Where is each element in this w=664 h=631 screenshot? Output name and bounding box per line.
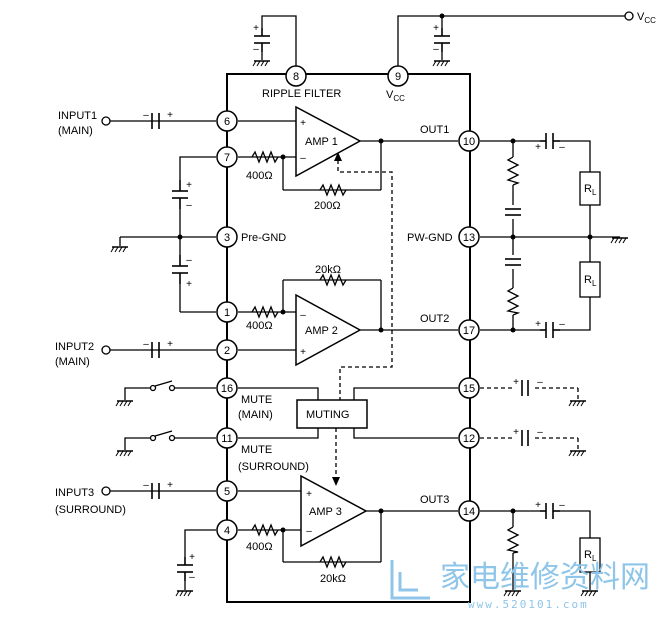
wires	[110, 15, 625, 590]
pin-14: 14	[463, 506, 475, 518]
pin-15: 15	[463, 383, 475, 395]
out3-label: OUT3	[420, 494, 449, 506]
pin-17: 17	[463, 325, 475, 337]
polarity-minus: –	[306, 526, 312, 537]
input-terminal	[101, 11, 634, 496]
pin-circles	[216, 65, 480, 541]
amp1-label: AMP 1	[305, 136, 338, 148]
polarity-minus: –	[559, 142, 565, 153]
polarity-minus: –	[143, 110, 149, 121]
pin-numbers: 8 9 6 7 3 1 2 16 11 5 4 10 13 17 15 12 1…	[221, 71, 475, 537]
muting-label: MUTING	[306, 409, 349, 421]
amp2-label: AMP 2	[305, 325, 338, 337]
polarity-minus: –	[300, 310, 306, 321]
watermark-logo-icon	[390, 560, 430, 600]
vcc-pin-label: VCC	[386, 89, 405, 103]
polarity-minus: –	[186, 255, 192, 266]
input2-label: INPUT2	[55, 341, 94, 353]
polarity-plus: +	[189, 552, 195, 563]
pin-7: 7	[224, 152, 230, 164]
mute-surround-label: MUTE	[241, 444, 272, 456]
polarity-plus: +	[167, 339, 173, 350]
pin-9: 9	[395, 71, 401, 83]
watermark: 家电维修资料网 www.520101.com	[390, 560, 650, 611]
mute-main-label: MUTE	[241, 394, 272, 406]
pin-6: 6	[224, 116, 230, 128]
pin-4: 4	[224, 525, 230, 537]
polarity-minus: –	[433, 44, 439, 55]
vcc-label: VCC	[637, 11, 656, 25]
r400-2-label: 400Ω	[246, 320, 273, 332]
polarity-minus: –	[143, 339, 149, 350]
out1-label: OUT1	[420, 124, 449, 136]
polarity-plus: +	[513, 427, 519, 438]
pin-16: 16	[221, 383, 233, 395]
input1-sublabel: (MAIN)	[58, 125, 93, 137]
rl-label: RL	[584, 549, 597, 563]
rl-label: RL	[584, 274, 597, 288]
out2-label: OUT2	[420, 313, 449, 325]
capacitor-icon	[151, 113, 560, 519]
r200-label: 200Ω	[314, 200, 341, 212]
polarity-minus: –	[300, 153, 306, 164]
polarity-plus: +	[186, 279, 192, 290]
pin-8: 8	[293, 71, 299, 83]
r400-3-label: 400Ω	[246, 541, 273, 553]
polarity-plus: +	[300, 347, 306, 358]
polarity-plus: +	[186, 180, 192, 191]
ripple-filter-label: RIPPLE FILTER	[262, 88, 341, 100]
polarity-plus: +	[306, 489, 312, 500]
load-resistor	[579, 171, 601, 573]
pin-13: 13	[463, 232, 475, 244]
r20k-2-label: 20kΩ	[315, 264, 341, 276]
pin-12: 12	[463, 433, 475, 445]
pre-gnd-label: Pre-GND	[241, 232, 286, 244]
pin-5: 5	[224, 486, 230, 498]
r400-1-label: 400Ω	[246, 170, 273, 182]
pin-11: 11	[221, 433, 232, 445]
pin-1: 1	[224, 307, 230, 319]
input1-label: INPUT1	[58, 110, 97, 122]
polarity-minus: –	[537, 377, 543, 388]
polarity-minus: –	[559, 319, 565, 330]
input3-sublabel: (SURROUND)	[55, 504, 126, 516]
resistor-icon	[251, 150, 521, 569]
pin-2: 2	[224, 345, 230, 357]
polarity-plus: +	[535, 142, 541, 153]
capacitor-icon	[172, 28, 521, 581]
input3-label: INPUT3	[55, 487, 94, 499]
polarity-minus: –	[186, 200, 192, 211]
dashed-arrowheads	[332, 152, 342, 486]
polarity-minus: –	[559, 500, 565, 511]
watermark-url: www.520101.com	[468, 598, 589, 611]
polarity-plus: +	[167, 110, 173, 121]
polarity-plus: +	[167, 480, 173, 491]
r20k-3-label: 20kΩ	[320, 573, 346, 585]
amp3-label: AMP 3	[309, 506, 342, 518]
mute-surround-sublabel: (SURROUND)	[238, 461, 309, 473]
polarity-plus: +	[300, 118, 306, 129]
amplifier-triangle	[295, 105, 368, 548]
polarity-plus: +	[535, 319, 541, 330]
mute-main-sublabel: (MAIN)	[238, 409, 273, 421]
junction-dots	[177, 13, 593, 533]
pw-gnd-label: PW-GND	[407, 232, 453, 244]
input2-sublabel: (MAIN)	[55, 356, 90, 368]
polarity-plus: +	[253, 23, 259, 34]
polarity-minus: –	[253, 44, 259, 55]
dashed-wires	[335, 160, 579, 478]
pin-10: 10	[463, 136, 475, 148]
muting-block	[296, 399, 368, 429]
rl-label: RL	[584, 183, 597, 197]
switch-icon	[149, 380, 176, 442]
polarity-minus: –	[189, 572, 195, 583]
pin-3: 3	[224, 232, 230, 244]
polarity-plus: +	[433, 23, 439, 34]
polarity-minus: –	[537, 427, 543, 438]
polarity-plus: +	[513, 377, 519, 388]
polarity-plus: +	[535, 500, 541, 511]
polarity-minus: –	[143, 480, 149, 491]
watermark-chinese: 家电维修资料网	[440, 560, 650, 595]
